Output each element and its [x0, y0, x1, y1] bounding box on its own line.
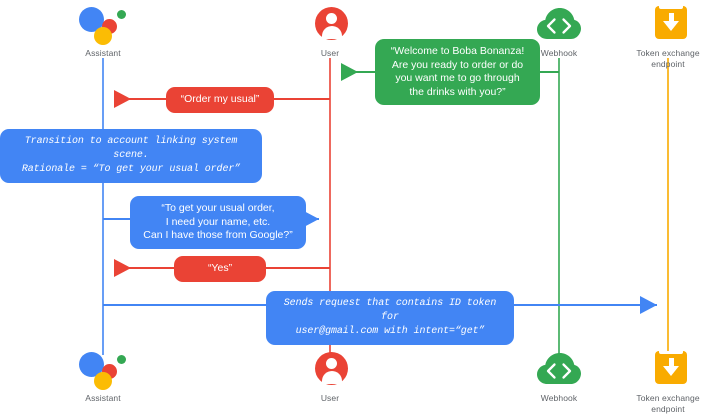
token-box-notch — [659, 351, 683, 354]
google-assistant-icon — [73, 4, 133, 46]
actor-label-webhook: Webhook — [540, 393, 578, 403]
actor-label-token-endpoint: Token exchange endpoint — [636, 48, 700, 69]
message-order-my-usual: “Order my usual” — [166, 87, 274, 113]
actor-label-webhook: Webhook — [540, 48, 578, 58]
message-token-request: Sends request that contains ID token for… — [266, 291, 514, 345]
actor-label-token-endpoint: Token exchange endpoint — [636, 393, 700, 414]
actor-label-user: User — [320, 393, 340, 403]
actor-assistant-top[interactable]: Assistant — [38, 4, 168, 59]
user-body — [321, 371, 342, 384]
message-transition-note: Transition to account linking system sce… — [0, 129, 262, 183]
actor-label-assistant: Assistant — [85, 48, 121, 58]
actor-webhook-bottom[interactable]: Webhook — [494, 349, 624, 404]
user-head — [326, 358, 337, 369]
download-arrow-head — [663, 366, 679, 376]
download-box-icon — [638, 4, 698, 46]
download-arrow-stem — [668, 358, 674, 369]
download-arrow-stem — [668, 13, 674, 24]
assistant-dot-yellow — [94, 372, 112, 390]
actor-label-assistant: Assistant — [85, 393, 121, 403]
user-body — [321, 26, 342, 39]
user-avatar-icon — [300, 349, 360, 391]
actor-label-user: User — [320, 48, 340, 58]
message-yes: “Yes” — [174, 256, 266, 282]
cloud-code-icon — [529, 4, 589, 46]
google-assistant-icon — [73, 349, 133, 391]
actor-user-top[interactable]: User — [265, 4, 395, 59]
assistant-dot-yellow — [94, 27, 112, 45]
actor-assistant-bottom[interactable]: Assistant — [38, 349, 168, 404]
actor-token-endpoint-bottom[interactable]: Token exchange endpoint — [603, 349, 725, 414]
assistant-dot-green — [117, 355, 126, 364]
message-consent-prompt: “To get your usual order, I need your na… — [130, 196, 306, 249]
cloud-code-icon — [529, 349, 589, 391]
assistant-dot-green — [117, 10, 126, 19]
message-welcome: “Welcome to Boba Bonanza! Are you ready … — [375, 39, 540, 105]
download-arrow-head — [663, 21, 679, 31]
actor-webhook-top[interactable]: Webhook — [494, 4, 624, 59]
actor-token-endpoint-top[interactable]: Token exchange endpoint — [603, 4, 725, 69]
download-box-icon — [638, 349, 698, 391]
user-avatar-icon — [300, 4, 360, 46]
actor-user-bottom[interactable]: User — [265, 349, 395, 404]
user-head — [326, 13, 337, 24]
token-box-notch — [659, 6, 683, 9]
